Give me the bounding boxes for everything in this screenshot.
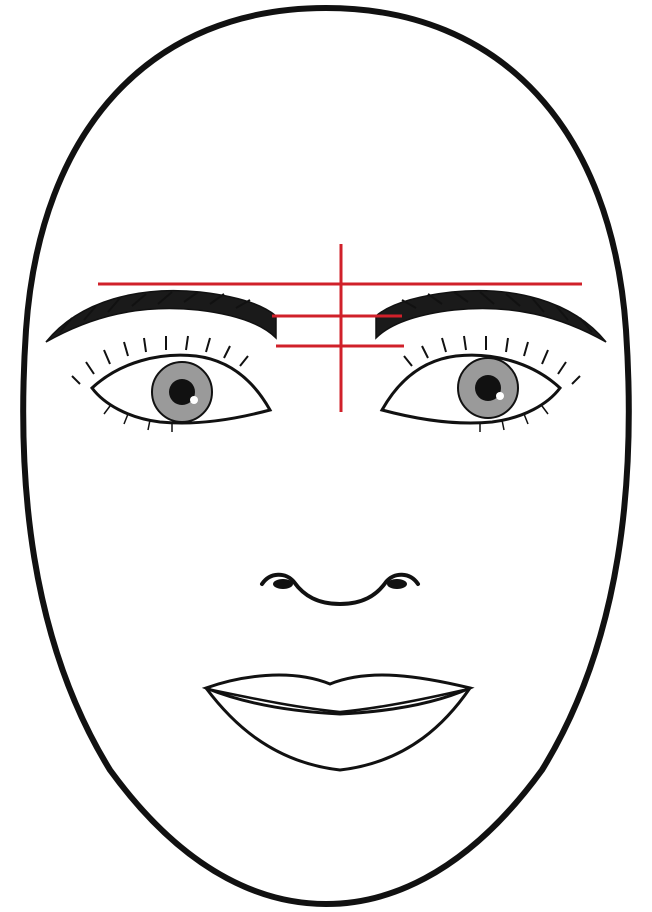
face-outline xyxy=(23,8,629,904)
lips xyxy=(206,675,470,770)
nose xyxy=(262,575,418,604)
left-eyebrow xyxy=(46,291,276,342)
right-eye xyxy=(382,336,580,432)
left-eye xyxy=(72,336,270,432)
right-eyebrow xyxy=(376,291,606,342)
